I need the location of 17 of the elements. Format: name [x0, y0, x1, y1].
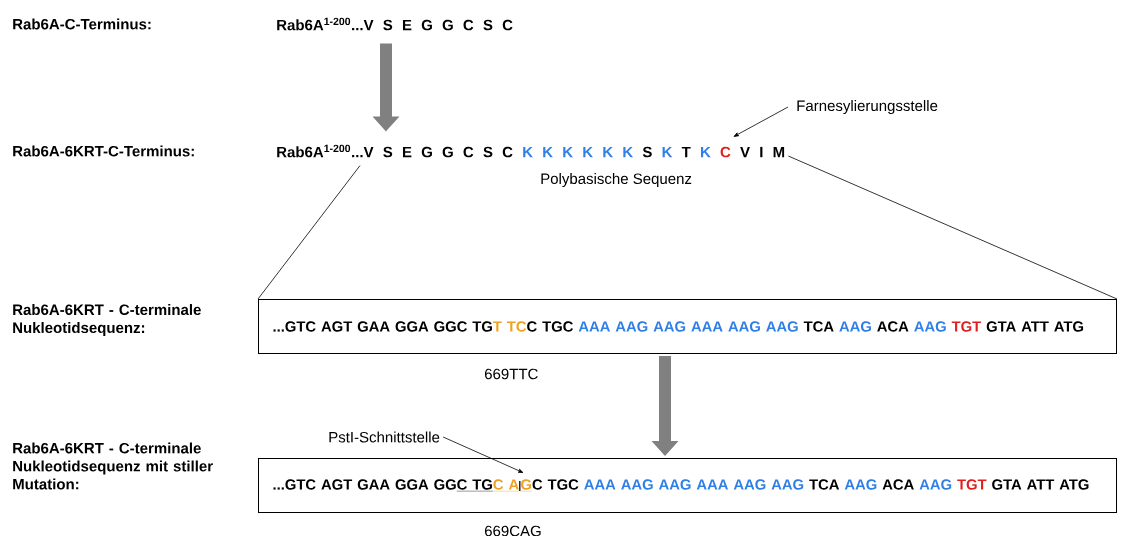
- zoom-line: [787, 155, 1118, 300]
- region-label: Polybasische Sequenz: [541, 173, 692, 187]
- row-label: Rab6A-C-Terminus:: [13, 18, 151, 30]
- row-label: Rab6A-6KRT - C-terminale Nukleotidsequenz mit stiller Mutation:: [13, 442, 213, 490]
- sequence-text: Rab6A$^{1-200}$...V S E G G C S C: [277, 17, 513, 31]
- position-caption: 669CAG: [484, 525, 541, 536]
- leader-line: [442, 436, 524, 473]
- row-label: Rab6A-6KRT - C-terminale Nukleotidsequenz:: [13, 304, 201, 336]
- position-caption: 669TTC: [484, 368, 538, 380]
- sequence-box: ...GTC AGT GAA GGA GGC TGT TCC TGC AAA AAG AAG AAA AAG AAG TCA AAG ACA AAG TGT GTA ATT ATG: [258, 299, 1117, 354]
- row-label: Rab6A-6KRT-C-Terminus:: [13, 145, 194, 157]
- sequence-text: Rab6A$^{1-200}$...V S E G G C S C K K K K K K S K T K C V I M: [277, 144, 785, 158]
- annotation-text: PstI-Schnittstelle: [329, 431, 440, 443]
- annotation-text: Farnesylierungsstelle: [797, 100, 938, 114]
- zoom-line: [257, 165, 361, 300]
- sequence-box: ...GTC AGT GAA GGA GGC TGC AGC TGC AAA AAG AAG AAA AAG AAG TCA AAG ACA AAG TGT GTA ATT ATG: [258, 458, 1117, 513]
- leader-line: [733, 106, 789, 137]
